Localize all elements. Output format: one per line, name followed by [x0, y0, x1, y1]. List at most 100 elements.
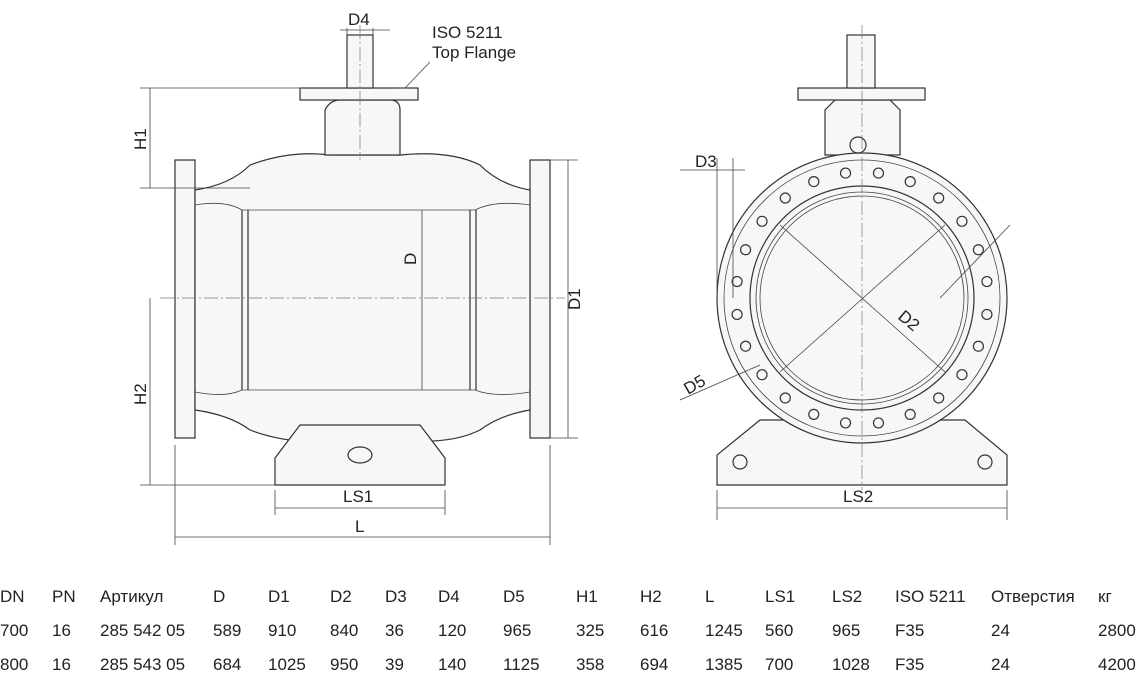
table-cell: 700 [765, 655, 794, 674]
table-cell: 840 [330, 621, 359, 640]
table-cell: 1125 [503, 655, 540, 674]
table-cell: 2800 [1098, 621, 1136, 640]
table-cell: DN [0, 587, 25, 606]
label-l: L [355, 517, 364, 536]
bolt-hole [808, 175, 820, 188]
front-view: D3 D2 D5 LS2 [679, 25, 1011, 520]
label-h1: H1 [131, 128, 150, 150]
table-cell: 694 [640, 655, 669, 674]
label-iso: ISO 5211 [432, 23, 503, 42]
bolt-hole [779, 192, 791, 204]
label-d3: D3 [695, 152, 717, 171]
bolt-hole [872, 167, 885, 179]
table-cell: 16 [52, 621, 71, 640]
table-cell: 325 [576, 621, 605, 640]
bolt-hole [933, 392, 945, 404]
bolt-hole [956, 369, 968, 381]
table-cell: ISO 5211 [895, 587, 966, 606]
table-cell: 285 543 05 [100, 655, 186, 674]
table-cell: D5 [503, 587, 525, 606]
table-header-row: DN PN Артикул D D1 D2 D3 D4 D5 H1 H2 L LS1 LS2 ISO 521… [0, 580, 1148, 614]
bolt-hole [739, 340, 752, 352]
table-row: 700 16 285 542 05 589 910 840 36 120 965 325 616 12… [0, 614, 1148, 648]
table-cell: 1245 [705, 621, 743, 640]
table-cell: 39 [385, 655, 404, 674]
table-cell: 24 [991, 621, 1010, 640]
label-top-flange: Top Flange [432, 43, 516, 62]
bolt-hole [731, 308, 743, 321]
bolt-circle [731, 167, 993, 429]
table-cell: 965 [503, 621, 532, 640]
table-cell: 140 [438, 655, 467, 674]
bolt-hole [904, 175, 916, 188]
table-cell: D1 [268, 587, 290, 606]
table-cell: D4 [438, 587, 460, 606]
table-cell: 965 [832, 621, 861, 640]
bolt-hole [839, 417, 852, 429]
table-cell: F35 [895, 655, 925, 674]
table-cell: D2 [330, 587, 352, 606]
table-cell: 616 [640, 621, 669, 640]
table-cell: H2 [640, 587, 662, 606]
table-cell: 285 542 05 [100, 621, 186, 640]
bolt-hole [904, 408, 916, 421]
valve-body [194, 153, 531, 442]
bolt-hole [872, 417, 885, 429]
label-ls2: LS2 [843, 487, 873, 506]
label-d1: D1 [565, 288, 584, 310]
table-cell: 16 [52, 655, 71, 674]
label-d: D [401, 253, 420, 265]
bolt-hole [933, 192, 945, 204]
table-cell: 4200 [1098, 655, 1136, 674]
bolt-hole [779, 392, 791, 404]
table-cell: F35 [895, 621, 925, 640]
table-cell: 24 [991, 655, 1010, 674]
table-cell: D [213, 587, 226, 606]
bolt-hole [972, 340, 985, 352]
table-cell: 800 [0, 655, 29, 674]
valve-technical-drawing: D4 ISO 5211 Top Flange H1 H2 D D1 LS1 L … [131, 10, 1011, 545]
right-flange [529, 159, 551, 439]
bolt-hole [739, 244, 752, 256]
label-ls1: LS1 [343, 487, 373, 506]
table-row: 800 16 285 543 05 684 1025 950 39 140 1125 358 694… [0, 648, 1148, 682]
neck [324, 99, 401, 156]
bolt-hole [756, 215, 768, 227]
table-cell: 950 [330, 655, 359, 674]
bolt-hole [972, 244, 985, 256]
table-cell: 589 [213, 621, 242, 640]
table-cell: 700 [0, 621, 29, 640]
dimensions-table: DN PN Артикул D D1 D2 D3 D4 D5 H1 H2 L LS1 LS2 ISO 521… [0, 580, 1148, 682]
table-cell: 358 [576, 655, 605, 674]
table-cell: 684 [213, 655, 242, 674]
bolt-hole [731, 275, 743, 288]
table-cell: L [705, 587, 715, 606]
label-d5: D5 [681, 371, 709, 398]
table-cell: 1028 [832, 655, 870, 674]
bolt-hole [756, 369, 768, 381]
table-cell: LS2 [832, 587, 863, 606]
table-cell: 36 [385, 621, 404, 640]
label-h2: H2 [131, 383, 150, 405]
table-cell: 560 [765, 621, 794, 640]
side-view: D4 ISO 5211 Top Flange H1 H2 D D1 LS1 L [131, 10, 584, 545]
label-d4: D4 [348, 10, 370, 29]
table-cell: PN [52, 587, 76, 606]
bolt-hole [956, 215, 968, 227]
table-cell: H1 [576, 587, 598, 606]
table-cell: D3 [385, 587, 407, 606]
table-cell: 910 [268, 621, 297, 640]
table-cell: 1025 [268, 655, 306, 674]
top-flange [299, 87, 419, 101]
table-cell: Артикул [100, 587, 164, 606]
table-cell: кг [1098, 587, 1112, 606]
table-cell: 1385 [705, 655, 743, 674]
table-cell: Отверстия [991, 587, 1075, 606]
table-cell: LS1 [765, 587, 796, 606]
table-cell: 120 [438, 621, 467, 640]
left-flange [174, 159, 196, 439]
bolt-hole [839, 167, 852, 179]
bolt-hole [981, 308, 993, 321]
bolt-hole [981, 275, 993, 288]
support-base [274, 424, 446, 486]
